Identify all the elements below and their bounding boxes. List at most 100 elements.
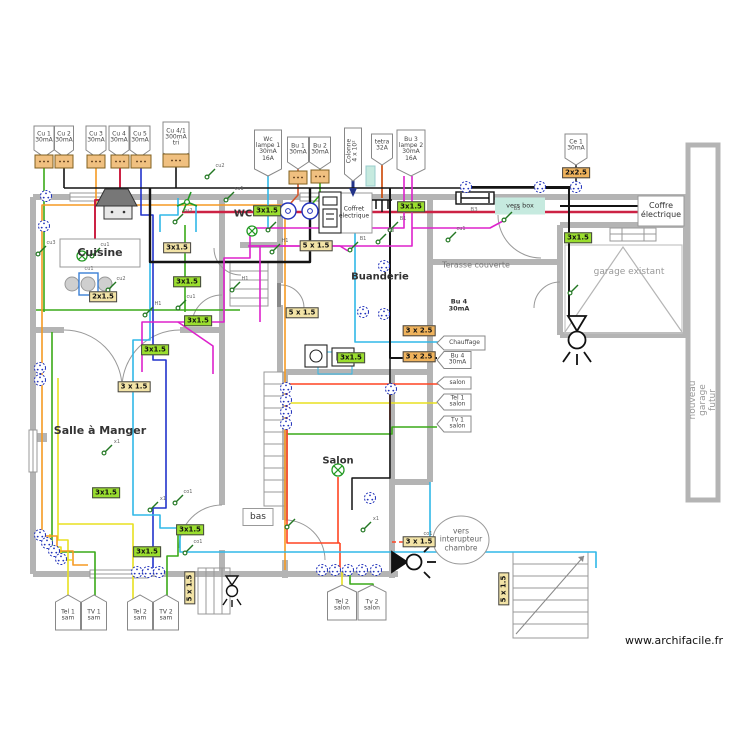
circuit-tag[interactable] (371, 133, 393, 166)
socket-icon[interactable] (280, 382, 292, 394)
wire[interactable] (286, 383, 440, 544)
cable-size-label[interactable]: 2x2.5 (562, 167, 590, 179)
cable-size-label[interactable]: 5 x 1.5 (184, 571, 196, 605)
boxed-label[interactable]: vers box (506, 201, 534, 210)
label-box[interactable] (242, 508, 274, 526)
circuit-tag[interactable] (153, 594, 179, 631)
circuit-tag[interactable] (55, 594, 81, 631)
circuit-tag[interactable] (436, 393, 472, 411)
switch-icon[interactable] (360, 521, 372, 533)
circuit-tag[interactable] (108, 125, 130, 158)
wire[interactable] (177, 321, 214, 374)
circuit-tag[interactable] (436, 335, 486, 351)
socket-icon[interactable] (153, 566, 165, 578)
wire[interactable] (351, 358, 391, 510)
wire[interactable] (248, 245, 349, 252)
socket-icon[interactable] (55, 553, 67, 565)
cable-size-label[interactable]: 2x1.5 (89, 291, 117, 303)
switch-icon[interactable] (284, 518, 296, 530)
socket-icon[interactable] (370, 564, 382, 576)
socket-icon[interactable] (570, 181, 582, 193)
circuit-tag[interactable] (327, 584, 357, 621)
cable-size-label[interactable]: 3x1.5 (337, 352, 365, 364)
socket-icon[interactable] (329, 564, 341, 576)
cable-size-label[interactable]: 3x1.5 (184, 315, 212, 327)
switch-icon[interactable] (172, 213, 184, 225)
outdoor-lamp-small-icon[interactable] (222, 575, 242, 607)
socket-icon[interactable] (534, 181, 546, 193)
cable-size-label[interactable]: 3x1.5 (141, 344, 169, 356)
circuit-tag[interactable] (129, 125, 151, 158)
socket-icon[interactable] (364, 492, 376, 504)
socket-icon[interactable] (131, 566, 143, 578)
cable-size-label[interactable]: 3 x 1.5 (117, 381, 151, 393)
wire[interactable] (132, 505, 180, 529)
wire[interactable] (287, 426, 437, 435)
boxed-label[interactable]: Cuisine (77, 245, 123, 259)
boxed-label[interactable]: bas (250, 511, 266, 522)
socket-icon[interactable] (356, 564, 368, 576)
circuit-tag[interactable] (33, 125, 55, 158)
socket-icon[interactable] (357, 306, 369, 318)
switch-icon[interactable] (204, 168, 216, 180)
wire[interactable] (141, 246, 251, 372)
ceiling-lamp-icon[interactable] (331, 463, 345, 477)
ceiling-lamp-icon[interactable] (246, 225, 258, 237)
switch-icon[interactable] (175, 299, 187, 311)
circuit-tag[interactable] (287, 136, 309, 170)
switch-icon[interactable] (147, 501, 159, 513)
cable-size-label[interactable]: 3x1.5 (173, 276, 201, 288)
socket-icon[interactable] (385, 383, 397, 395)
switch-icon[interactable] (101, 444, 113, 456)
circuit-tag[interactable] (85, 125, 107, 158)
switch-icon[interactable] (375, 233, 387, 245)
appliance-socket-icon[interactable] (301, 202, 319, 220)
cable-size-label[interactable]: 3 x 2.5 (402, 325, 436, 337)
socket-icon[interactable] (342, 564, 354, 576)
circuit-tag[interactable] (81, 594, 107, 631)
socket-icon[interactable] (40, 190, 52, 202)
cable-size-label[interactable]: 5 x 1.5 (299, 240, 333, 252)
switch-icon[interactable] (567, 284, 579, 296)
fridge-icon[interactable] (318, 191, 342, 234)
socket-icon[interactable] (280, 418, 292, 430)
cable-size-label[interactable]: 3 x 2.5 (402, 351, 436, 363)
socket-icon[interactable] (38, 220, 50, 232)
ceiling-lamp-icon[interactable] (76, 250, 88, 262)
cable-size-label[interactable]: 3 x 1.5 (402, 536, 436, 548)
wire[interactable] (546, 187, 570, 316)
switch-icon[interactable] (347, 241, 359, 253)
socket-icon[interactable] (34, 374, 46, 386)
socket-icon[interactable] (34, 529, 46, 541)
circuit-tag[interactable] (309, 136, 331, 170)
switch-icon[interactable] (501, 211, 513, 223)
socket-icon[interactable] (280, 406, 292, 418)
circuit-tag[interactable] (436, 351, 472, 369)
cable-size-label[interactable]: 5 x 1.5 (498, 572, 510, 606)
circuit-tag[interactable] (127, 594, 153, 631)
switch-icon[interactable] (229, 281, 241, 293)
label-box[interactable] (59, 238, 141, 268)
wire[interactable] (41, 168, 97, 520)
circuit-tag[interactable] (564, 133, 588, 166)
circuit-tag[interactable] (254, 129, 282, 177)
ceiling-fan-icon[interactable] (176, 191, 198, 213)
wire[interactable] (354, 212, 438, 343)
label-box[interactable] (637, 195, 685, 227)
socket-icon[interactable] (34, 362, 46, 374)
projector-lamp-icon[interactable] (391, 545, 436, 579)
circuit-tag[interactable] (357, 584, 387, 621)
cable-size-label[interactable]: 3x1.5 (163, 242, 191, 254)
garage-door-icon[interactable] (564, 244, 683, 334)
cable-size-label[interactable]: 3x1.5 (133, 546, 161, 558)
switch-icon[interactable] (172, 494, 184, 506)
boxed-label[interactable]: Coffre électrique (640, 201, 682, 219)
cable-size-label[interactable]: 3x1.5 (397, 201, 425, 213)
switch-icon[interactable] (265, 221, 277, 233)
boxed-label[interactable]: Coffret électrique (338, 205, 370, 219)
socket-icon[interactable] (48, 545, 60, 557)
cable-size-label[interactable]: 3x1.5 (253, 205, 281, 217)
cable-size-label[interactable]: 5 x 1.5 (285, 307, 319, 319)
circuit-tag[interactable] (54, 125, 74, 158)
wire[interactable] (57, 378, 69, 601)
